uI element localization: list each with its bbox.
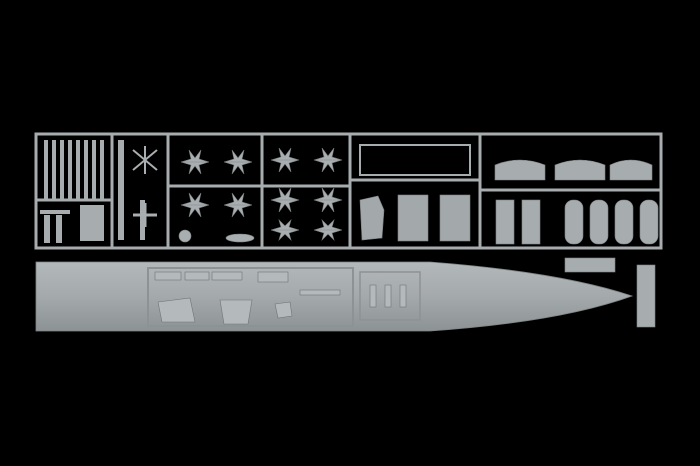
small-parts-left (40, 140, 145, 243)
right-side-parts (494, 159, 659, 328)
aircraft-parts (132, 146, 343, 243)
superstructure-parts (359, 144, 471, 242)
upper-sprue-frame (34, 132, 663, 250)
hull-inner-parts (147, 267, 421, 327)
